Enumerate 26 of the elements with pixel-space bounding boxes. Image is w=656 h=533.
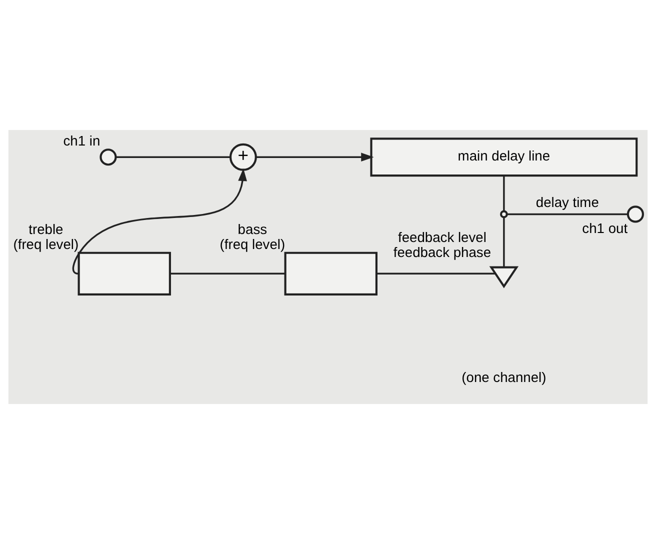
connector xyxy=(170,272,286,274)
node-label: bass xyxy=(238,220,268,236)
connector xyxy=(503,175,505,211)
label: (one channel) xyxy=(462,368,546,385)
node-label: ch1 in xyxy=(63,132,100,148)
node-circle xyxy=(100,148,117,166)
node-label: (freq level) xyxy=(220,235,286,252)
connector xyxy=(503,216,505,267)
node-label: feedback level xyxy=(398,228,486,245)
arrow xyxy=(72,168,247,274)
node-box: main delay line xyxy=(370,137,638,176)
edge-label: delay time xyxy=(536,193,599,210)
arrow xyxy=(256,152,374,162)
node-label: treble xyxy=(28,220,64,236)
node-box xyxy=(78,251,171,295)
connector xyxy=(376,272,496,274)
connector xyxy=(507,212,628,215)
node-box xyxy=(284,251,378,295)
node-triangle xyxy=(489,266,519,288)
node-circle xyxy=(626,205,644,222)
node-label: ch1 out xyxy=(582,219,628,236)
connector xyxy=(116,156,230,158)
node-dot xyxy=(500,210,508,218)
node-circle: + xyxy=(229,142,257,170)
node-label: feedback phase xyxy=(393,244,492,260)
node-label: (freq level) xyxy=(13,235,79,252)
